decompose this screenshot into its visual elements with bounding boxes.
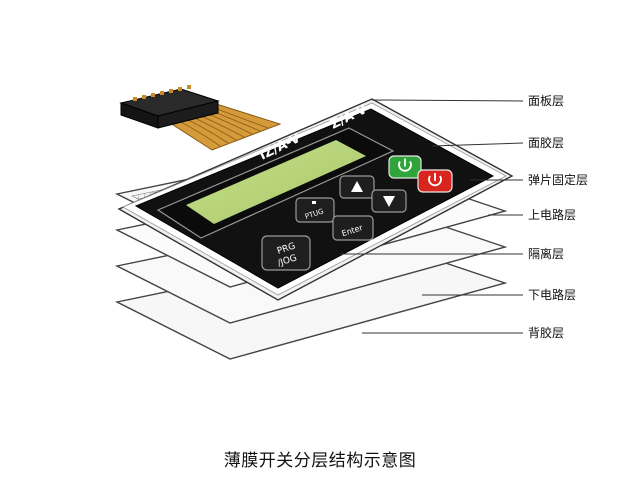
label-spacer: 隔离层: [528, 247, 564, 261]
label-bottom-circuit: 下电路层: [528, 288, 576, 302]
label-top-circuit: 上电路层: [528, 208, 576, 222]
key-indicator-dot: [312, 201, 316, 204]
label-back-adhesive: 背胶层: [528, 326, 564, 340]
diagram-caption: 薄膜开关分层结构示意图: [0, 446, 640, 471]
ptug-button[interactable]: PTUG: [296, 198, 334, 222]
stop-button[interactable]: [418, 170, 452, 192]
enter-button[interactable]: Enter: [333, 216, 373, 240]
label-face-adhesive: 面胶层: [528, 136, 564, 150]
prg-jog-button[interactable]: PRG /JOG: [262, 236, 310, 270]
up-button[interactable]: [340, 176, 374, 198]
label-dome-retainer: 弹片固定层: [528, 173, 588, 187]
label-panel-layer: 面板层: [528, 94, 564, 108]
down-button[interactable]: [372, 190, 406, 212]
run-button[interactable]: [389, 156, 421, 178]
